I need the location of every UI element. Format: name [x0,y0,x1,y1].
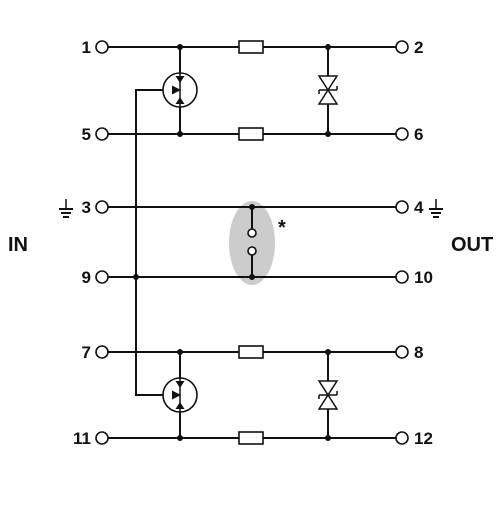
terminal-in-11[interactable] [95,431,109,445]
terminal-label-out-12: 12 [414,429,433,448]
terminal-out-6[interactable] [395,127,409,141]
terminal-out-8[interactable] [395,345,409,359]
terminal-out-2[interactable] [395,40,409,54]
ground-icon [59,199,73,218]
terminal-in-1[interactable] [95,40,109,54]
terminal-out-10[interactable] [395,270,409,284]
tvs-diode-bottom [317,349,339,441]
terminal-out-12[interactable] [395,431,409,445]
terminal-label-out-4: 4 [414,198,424,217]
terminal-label-in-11: 11 [73,429,91,448]
terminal-in-5[interactable] [95,127,109,141]
terminal-label-in-7: 7 [82,343,91,362]
bridge-contacts [247,204,257,280]
terminal-in-7[interactable] [95,345,109,359]
terminal-label-out-2: 2 [414,38,423,57]
bridge-highlight [229,201,275,285]
terminal-label-in-5: 5 [82,125,91,144]
terminal-label-out-6: 6 [414,125,423,144]
terminal-label-out-10: 10 [414,268,433,287]
in-label: IN [8,234,28,256]
terminal-in-3[interactable] [95,200,109,214]
terminal-in-9[interactable] [95,270,109,284]
terminal-label-in-3: 3 [82,198,91,217]
resistor-top-2 [238,127,264,141]
terminal-label-out-8: 8 [414,343,423,362]
resistor-top-1 [238,40,264,54]
terminal-label-in-1: 1 [82,38,91,57]
out-label: OUT [451,234,493,256]
tvs-diode-top [317,44,339,137]
asterisk-note: * [278,217,286,239]
terminal-label-in-9: 9 [82,268,91,287]
gas-discharge-tube-top [162,44,198,137]
terminal-out-4[interactable] [395,200,409,214]
gas-discharge-tube-bottom [162,349,198,441]
ground-bus [133,89,163,396]
ground-icon [429,199,443,218]
resistor-bottom-1 [238,345,264,359]
resistor-bottom-2 [238,431,264,445]
